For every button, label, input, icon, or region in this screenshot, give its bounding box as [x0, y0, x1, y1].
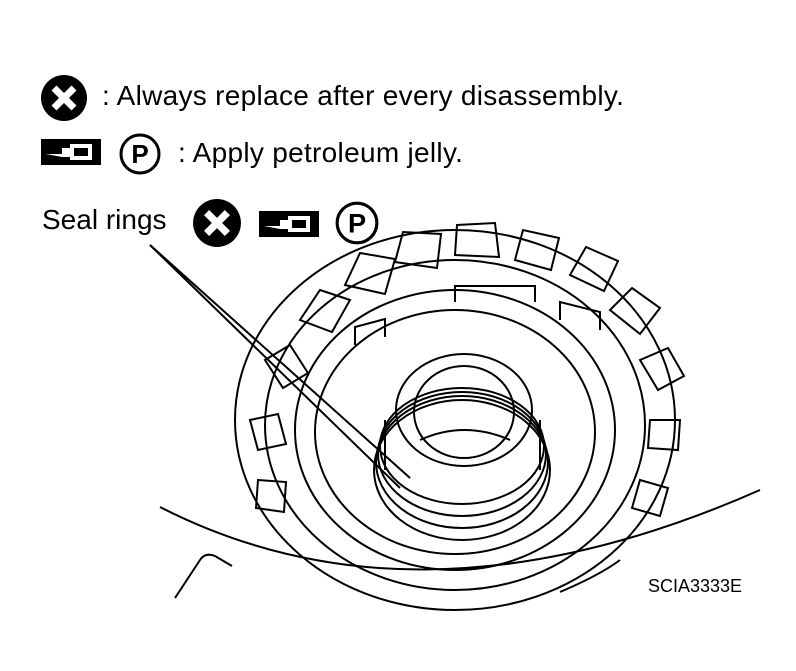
replace-x-icon [41, 75, 87, 121]
p-symbol-text: P [348, 207, 366, 238]
petroleum-p-icon: P [335, 201, 379, 245]
p-symbol-text: P [131, 139, 148, 169]
replace-legend-text: : Always replace after every disassembly… [102, 80, 625, 111]
housing-outline [159, 489, 761, 571]
figure-code: SCIA3333E [648, 576, 743, 596]
replace-x-icon [193, 199, 241, 247]
jelly-legend-text: : Apply petroleum jelly. [178, 137, 464, 168]
leader-line [149, 244, 411, 479]
seal-rings-label: Seal rings [42, 204, 167, 235]
petroleum-p-icon: P [119, 133, 161, 175]
grease-gun-icon [41, 139, 101, 165]
grease-gun-icon [259, 211, 319, 237]
